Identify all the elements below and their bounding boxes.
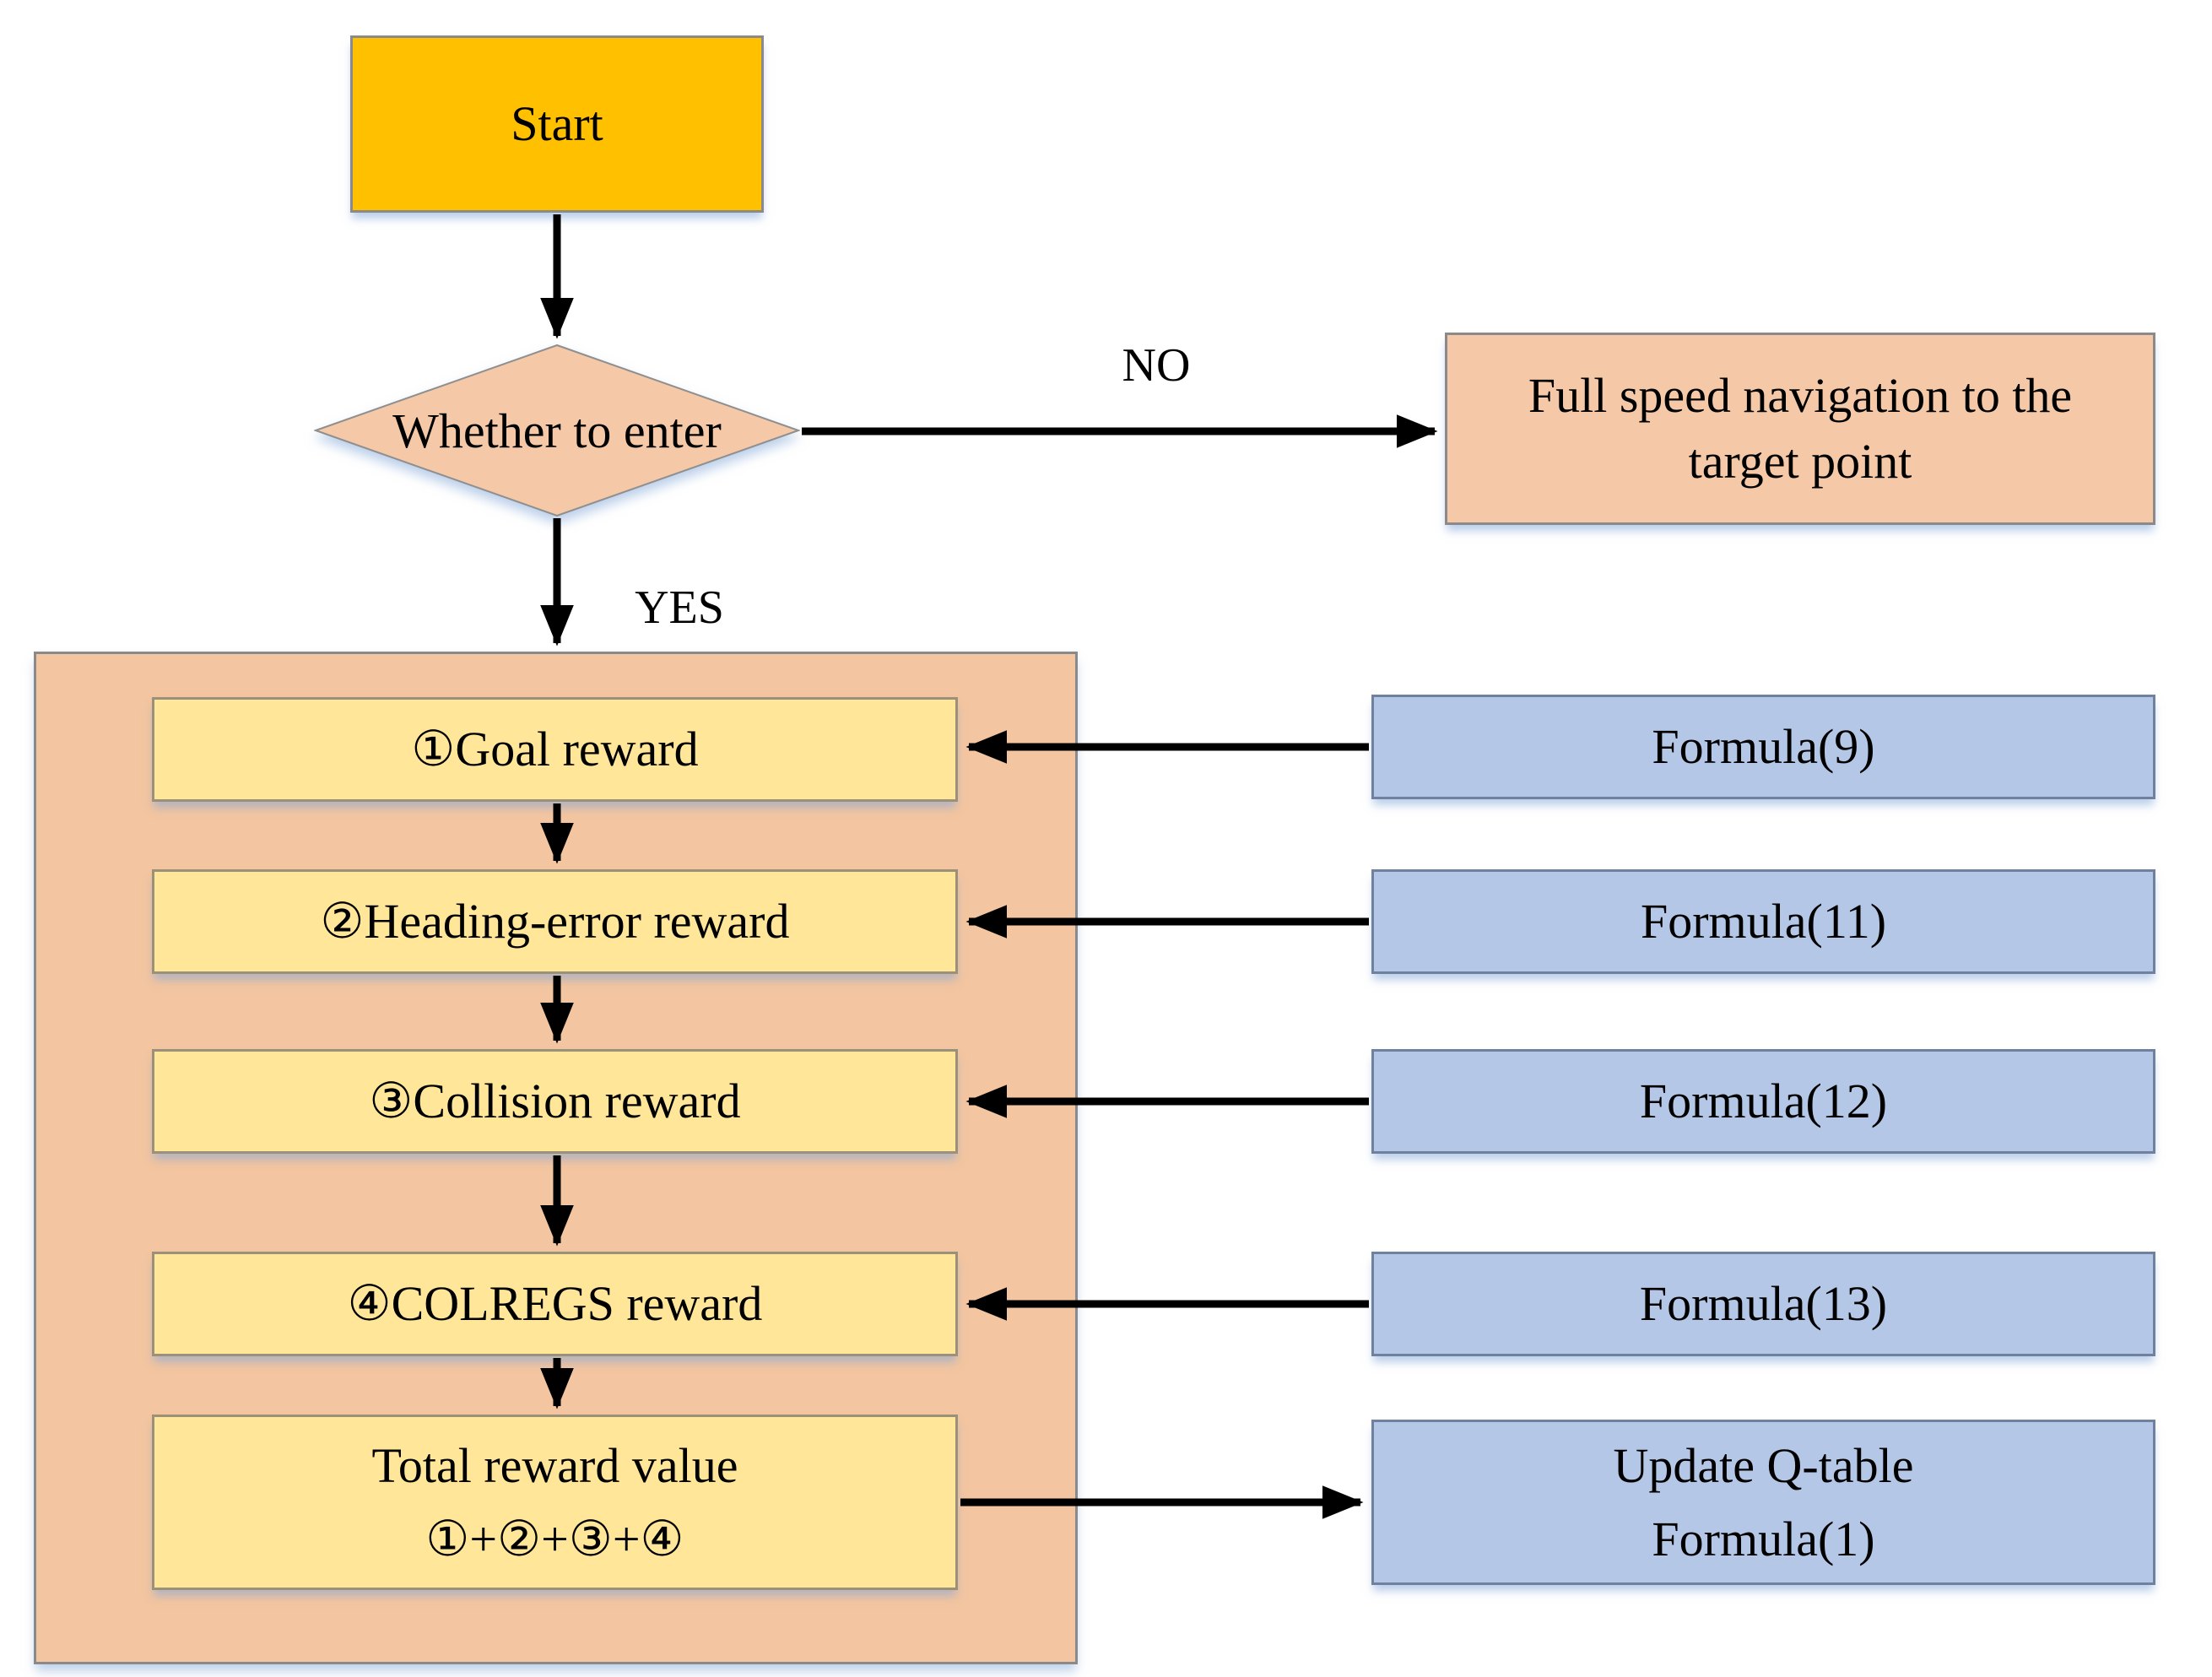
formula12-node: Formula(12) [1371,1049,2155,1154]
full-speed-node: Full speed navigation to the target poin… [1445,333,2155,525]
yes-branch-label: YES [635,582,724,634]
formula13-label: Formula(13) [1639,1275,1888,1331]
full-speed-label: Full speed navigation to the target poin… [1528,367,2073,489]
collision-reward-node: ③Collision reward [152,1049,958,1154]
formula9-label: Formula(9) [1652,718,1875,774]
total-reward-label: Total reward value ①+②+③+④ [372,1429,738,1576]
update-qtable-line1: Update Q-table [1613,1438,1914,1493]
formula11-node: Formula(11) [1371,869,2155,974]
formula13-node: Formula(13) [1371,1252,2155,1356]
total-reward-line1: Total reward value [371,1438,738,1493]
formula9-node: Formula(9) [1371,695,2155,799]
colregs-reward-label: ④COLREGS reward [347,1275,763,1331]
start-label: Start [511,95,603,151]
collision-reward-label: ③Collision reward [369,1073,741,1128]
goal-reward-node: ①Goal reward [152,697,958,802]
heading-error-reward-label: ②Heading-error reward [320,893,790,949]
update-qtable-line2: Formula(1) [1652,1512,1875,1566]
update-qtable-node: Update Q-table Formula(1) [1371,1420,2155,1585]
decision-label: Whether to enter [392,403,722,458]
colregs-reward-node: ④COLREGS reward [152,1252,958,1356]
no-branch-label: NO [1122,339,1191,392]
total-reward-line2: ①+②+③+④ [425,1512,684,1566]
formula11-label: Formula(11) [1640,893,1887,949]
update-qtable-label: Update Q-table Formula(1) [1614,1429,1914,1576]
start-node: Start [350,35,764,213]
heading-error-reward-node: ②Heading-error reward [152,869,958,974]
decision-diamond-shape [314,344,800,517]
goal-reward-label: ①Goal reward [411,721,699,776]
formula12-label: Formula(12) [1639,1073,1888,1128]
total-reward-node: Total reward value ①+②+③+④ [152,1415,958,1590]
decision-node: Whether to enter [314,344,800,517]
